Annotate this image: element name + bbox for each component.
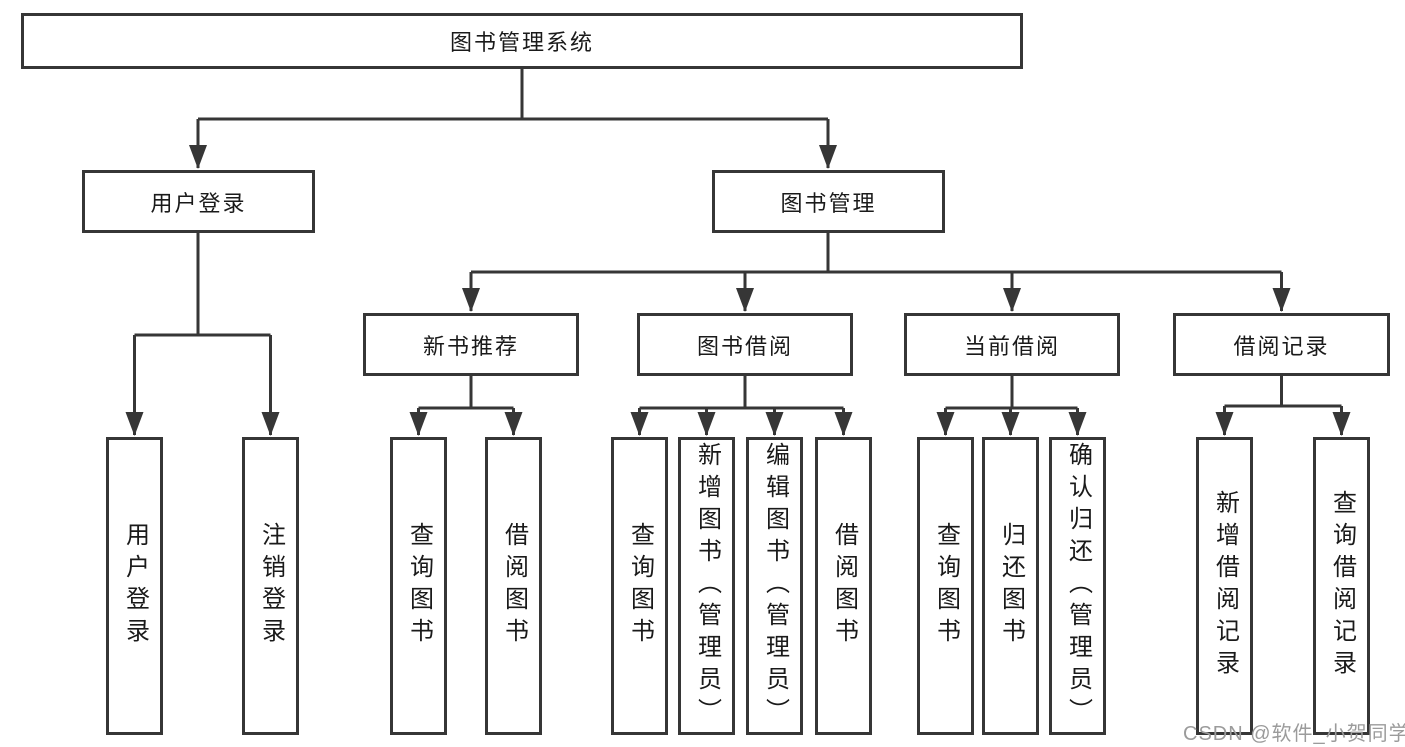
node-label: 查询图书 [405, 522, 433, 650]
node-label: 注销登录 [257, 522, 285, 650]
leaf-logout: 注销登录 [242, 437, 299, 735]
node-label: 图书管理 [780, 190, 877, 216]
leaf-query-borrow-record: 查询借阅记录 [1313, 437, 1370, 735]
node-label: 归还图书 [997, 522, 1025, 650]
node-book-management: 图书管理 [712, 170, 945, 233]
node-label: 用户登录 [121, 522, 149, 650]
node-label: 借阅图书 [500, 522, 528, 650]
node-label: 图书借阅 [696, 333, 793, 359]
node-label: 用户登录 [150, 190, 247, 216]
leaf-query-books-recommend: 查询图书 [390, 437, 447, 735]
node-label: 编辑图书（管理员） [761, 442, 789, 730]
leaf-confirm-return-admin: 确认归还（管理员） [1049, 437, 1106, 735]
node-label: 查询图书 [626, 522, 654, 650]
leaf-query-books-current: 查询图书 [917, 437, 974, 735]
node-label: 图书管理系统 [449, 30, 594, 55]
node-label: 新增借阅记录 [1211, 490, 1239, 682]
leaf-return-books: 归还图书 [982, 437, 1039, 735]
node-label: 借阅图书 [830, 522, 858, 650]
node-label: 当前借阅 [963, 333, 1060, 359]
leaf-user-login: 用户登录 [106, 437, 163, 735]
node-label: 借阅记录 [1233, 333, 1330, 359]
node-label: 新增图书（管理员） [693, 442, 721, 730]
node-label: 查询图书 [932, 522, 960, 650]
node-current-borrowing: 当前借阅 [904, 313, 1120, 376]
leaf-edit-book-admin: 编辑图书（管理员） [746, 437, 803, 735]
node-user-login: 用户登录 [82, 170, 315, 233]
leaf-query-books-borrowing: 查询图书 [611, 437, 668, 735]
node-borrowing-records: 借阅记录 [1173, 313, 1390, 376]
node-label: 查询借阅记录 [1328, 490, 1356, 682]
node-label: 确认归还（管理员） [1064, 442, 1092, 730]
node-library-management-system: 图书管理系统 [21, 13, 1023, 69]
leaf-add-borrow-record: 新增借阅记录 [1196, 437, 1253, 735]
leaf-borrow-books-recommend: 借阅图书 [485, 437, 542, 735]
leaf-borrow-books: 借阅图书 [815, 437, 872, 735]
node-new-book-recommendation: 新书推荐 [363, 313, 579, 376]
watermark: CSDN @软件_小贺同学 [1183, 723, 1405, 745]
leaf-add-book-admin: 新增图书（管理员） [678, 437, 735, 735]
node-label: 新书推荐 [422, 333, 519, 359]
node-book-borrowing: 图书借阅 [637, 313, 853, 376]
